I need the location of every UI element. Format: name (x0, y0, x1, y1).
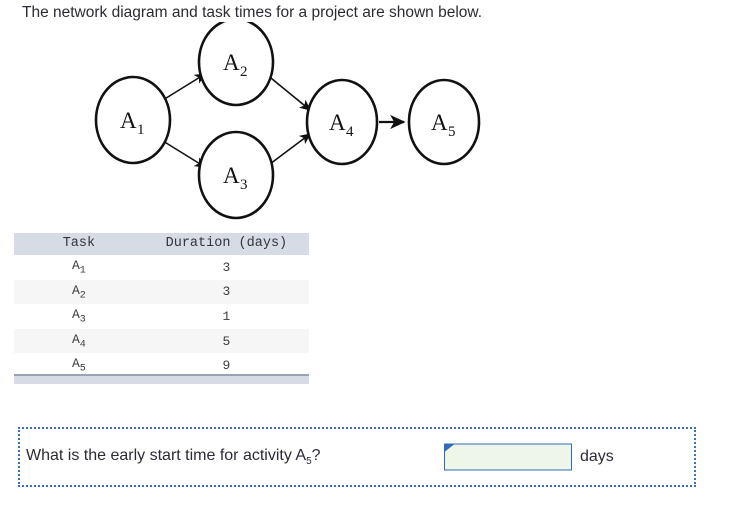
cell-task-base: A (71, 356, 80, 372)
cell-task: A5 (14, 353, 144, 378)
node-a2-subscript: 2 (240, 64, 248, 80)
question-prefix: What is the early start time for activit… (26, 446, 307, 464)
table-row: A2 3 (14, 279, 309, 305)
question-subscript: 5 (306, 456, 312, 468)
node-a2-label: A (223, 50, 240, 75)
edge-a3-a4 (265, 133, 311, 168)
table-body: A1 3 A2 3 A3 1 A4 5 A5 9 (14, 255, 309, 378)
table-row: A4 5 (14, 328, 309, 354)
cell-task-subscript: 3 (79, 314, 86, 326)
edge-a1-a3 (162, 140, 206, 168)
node-a1-subscript: 1 (137, 122, 145, 138)
cell-task: A3 (14, 304, 144, 329)
cell-task-base: A (71, 307, 80, 323)
node-a2: A 2 (197, 22, 275, 107)
table-row: A1 3 (14, 255, 309, 280)
question-block: What is the early start time for activit… (18, 427, 696, 487)
diagram-nodes: A 1 A 2 A 3 A 4 A 5 (94, 22, 481, 220)
node-a3-subscript: 3 (240, 177, 248, 193)
edge-a1-a2 (162, 73, 206, 101)
cell-duration: 3 (222, 259, 231, 275)
cell-duration: 3 (222, 284, 231, 300)
node-a4: A 4 (305, 78, 379, 166)
cell-task: A2 (14, 280, 144, 305)
task-duration-table: Task Duration (days) A1 3 A2 3 A3 1 A4 5… (14, 233, 309, 378)
unit-label: days (580, 448, 614, 465)
cell-task-subscript: 2 (79, 290, 86, 302)
node-a3: A 3 (197, 130, 275, 220)
answer-input-wrap[interactable] (444, 443, 572, 471)
node-a5: A 5 (407, 78, 481, 166)
cell-duration: 1 (222, 308, 231, 324)
node-a1-label: A (120, 108, 137, 133)
node-a4-label: A (329, 110, 346, 135)
node-a5-label: A (431, 110, 448, 135)
column-header-task: Task (14, 233, 144, 255)
node-a5-subscript: 5 (448, 124, 456, 140)
table-footer-bar (14, 374, 309, 384)
edge-a2-a4 (265, 73, 311, 111)
node-a3-label: A (223, 163, 240, 188)
node-a4-subscript: 4 (346, 124, 354, 140)
question-suffix: ? (311, 446, 321, 464)
cell-duration: 5 (222, 333, 231, 349)
node-a1: A 1 (94, 75, 172, 165)
cell-task: A1 (14, 255, 144, 280)
column-header-duration: Duration (days) (143, 233, 309, 255)
cell-task-subscript: 5 (79, 363, 86, 375)
table-header-row: Task Duration (days) (14, 233, 309, 255)
diagram-edges (162, 73, 406, 168)
cell-duration: 9 (222, 358, 231, 374)
table-row: A3 1 (14, 304, 309, 329)
cell-task-subscript: 4 (79, 339, 86, 351)
answer-input[interactable] (444, 443, 572, 471)
cell-task-base: A (71, 282, 80, 298)
table-row: A5 9 (14, 353, 309, 378)
cell-task: A4 (14, 329, 144, 354)
page-title: The network diagram and task times for a… (22, 4, 483, 21)
cell-task-base: A (71, 331, 80, 347)
cell-task-subscript: 1 (79, 265, 86, 277)
network-diagram: A 1 A 2 A 3 A 4 A 5 (0, 22, 520, 222)
question-text: What is the early start time for activit… (26, 447, 321, 467)
cell-task-base: A (71, 258, 80, 273)
